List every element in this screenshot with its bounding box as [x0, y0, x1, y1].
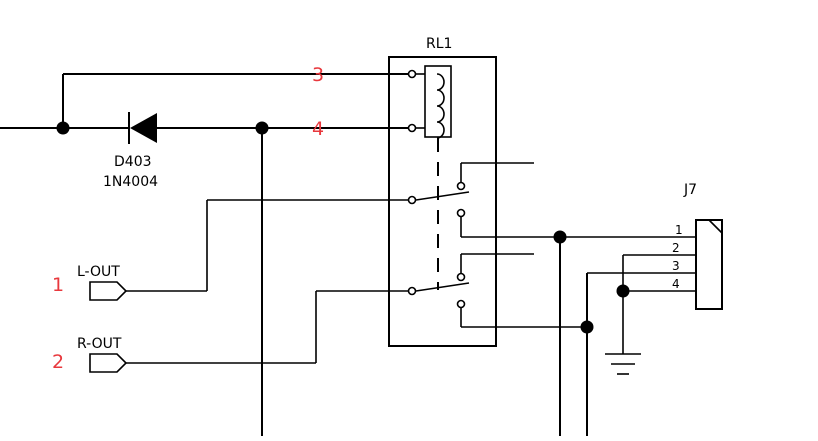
- output-wires: [461, 236, 696, 436]
- diode-d403: [128, 112, 157, 144]
- junction-dots: [56, 121, 630, 334]
- port-l-out: [89, 199, 408, 301]
- port-r-out-label: R-OUT: [77, 336, 122, 352]
- connector-j7: [695, 219, 723, 310]
- connector-pin-2: 2: [672, 241, 680, 255]
- relay-rl1: [388, 56, 497, 347]
- diode-ref-label: D403: [114, 154, 152, 170]
- port-r-out: [89, 290, 408, 373]
- relay-terminals: [407, 69, 466, 309]
- coil-diode-wires: [0, 73, 409, 436]
- port-l-out-number: 1: [52, 274, 64, 296]
- relay-switch-2: [415, 253, 534, 327]
- connector-pin-1: 1: [675, 223, 683, 237]
- relay-ref-label: RL1: [426, 36, 452, 52]
- port-r-out-number: 2: [52, 351, 64, 373]
- diode-part-label: 1N4004: [103, 174, 158, 190]
- connector-ref-label: J7: [683, 182, 697, 198]
- coil-pin-4-label: 4: [312, 118, 324, 140]
- port-l-out-label: L-OUT: [77, 264, 120, 280]
- connector-pin-4: 4: [672, 277, 680, 291]
- relay-switch-1: [415, 162, 534, 237]
- coil-pin-3-label: 3: [312, 64, 324, 86]
- connector-pin-3: 3: [672, 259, 680, 273]
- ground-icon: [605, 353, 641, 375]
